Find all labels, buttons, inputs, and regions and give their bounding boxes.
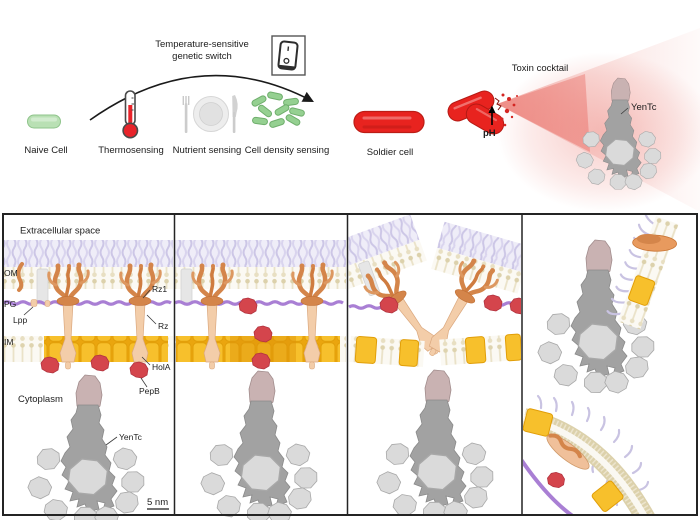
top-flow-diagram: Temperature-sensitive genetic switch Nai…: [24, 28, 700, 212]
endolysin-blob: [129, 361, 149, 379]
ph-up-annotation: pH: [483, 105, 496, 139]
panel-4-released-yentc: [523, 214, 679, 515]
soldier-cell-pill-icon: [353, 110, 425, 134]
plate-cutlery-icon: [182, 95, 238, 133]
endolysin-blob: [379, 296, 399, 314]
panel-borders: [2, 213, 698, 516]
gray-membrane-protein: [36, 268, 49, 305]
stage-label-naive: Naive Cell: [24, 145, 67, 156]
burst-droplets: [500, 93, 518, 127]
rz-label: Rz: [158, 321, 168, 331]
switch-label-line1: Temperature-sensitive: [155, 39, 248, 50]
soldier-cell-label: Soldier cell: [367, 147, 413, 158]
naive-cell-pill-icon: [27, 114, 61, 129]
im-label: IM: [4, 337, 13, 347]
im-fragment-right: [439, 333, 521, 366]
panel-2-holin-triggering: [174, 240, 346, 520]
cytoplasm-label: Cytoplasm: [18, 394, 63, 405]
yentc-pointer-line: [620, 107, 629, 115]
lpp-label: Lpp: [13, 315, 27, 325]
endolysin-blob: [547, 472, 565, 488]
rocker-switch-icon: [271, 35, 306, 76]
membrane-fragment-top-right: [606, 214, 679, 330]
switch-label-line2: genetic switch: [172, 51, 232, 62]
membrane-panels: Extracellular space OM PG Lpp IM Rz1 Rz …: [2, 213, 698, 520]
toxin-cocktail-label: Toxin cocktail: [512, 63, 569, 74]
rz1-label: Rz1: [152, 284, 167, 294]
endolysin-blob: [509, 297, 521, 315]
ph-label: pH: [483, 128, 496, 139]
yentc-complex: [199, 371, 319, 520]
yentc-complex: [375, 370, 495, 520]
om-label: OM: [4, 268, 18, 278]
pepb-label: PepB: [139, 386, 160, 396]
endolysin-blob: [238, 297, 258, 315]
stage-label-thermo: Thermosensing: [98, 145, 163, 156]
yentc-top-label: YenTc: [631, 102, 657, 113]
progression-arrow: [89, 74, 314, 121]
panel-3-membrane-rupture: [348, 214, 521, 520]
bacteria-cluster-icon: [251, 91, 305, 128]
stage-label-density: Cell density sensing: [245, 145, 330, 156]
rz-complex-on-fragment: [546, 433, 590, 470]
yentc-panel-label: YenTc: [119, 432, 143, 442]
endolysin-blob: [483, 294, 503, 312]
endolysin-blob: [90, 354, 110, 372]
endolysin-blob: [40, 356, 60, 374]
panel-1-intact-membrane: Extracellular space OM PG Lpp IM Rz1 Rz …: [2, 226, 173, 520]
scale-bar-label: 5 nm: [147, 497, 168, 508]
extracellular-label: Extracellular space: [20, 226, 100, 237]
hola-label: HolA: [152, 362, 171, 372]
im-fragment-left: [349, 335, 425, 367]
lps-layer: [3, 240, 173, 267]
stage-label-nutrient: Nutrient sensing: [173, 145, 242, 156]
membrane-fragment-bottom-left: [523, 394, 655, 515]
pg-arc: [523, 458, 575, 515]
ruptured-membrane-right: [431, 221, 521, 294]
lpp-protein: [44, 300, 51, 307]
endolysin-blob: [251, 352, 271, 370]
ruptured-membrane-left: [348, 214, 427, 296]
partial-complex: [16, 262, 24, 292]
thermometer-icon: [122, 90, 139, 139]
pg-label: PG: [4, 299, 16, 309]
lpp-protein: [30, 299, 38, 307]
